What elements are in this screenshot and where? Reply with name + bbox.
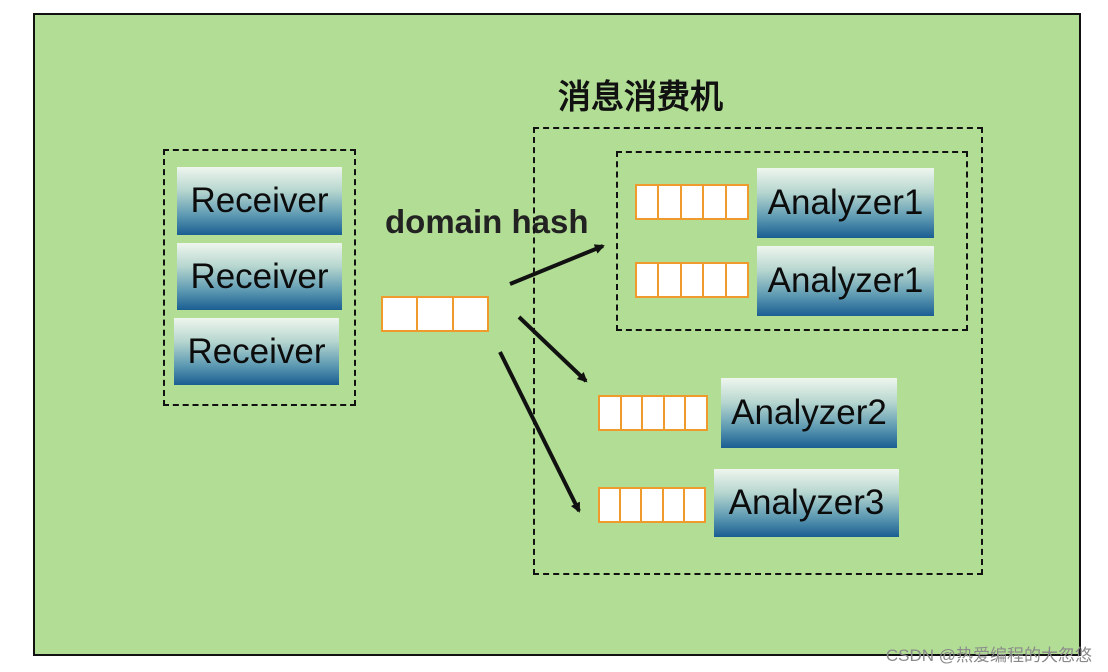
queue-cell: [684, 397, 706, 429]
receiver-group: [163, 149, 356, 406]
queue-cell: [724, 264, 748, 296]
arrow-to-analyzer1: [509, 244, 605, 286]
queue-cell: [451, 298, 487, 330]
queue-cell: [682, 489, 705, 521]
analyzer-box: Analyzer2: [721, 378, 897, 448]
queue-cell: [383, 298, 417, 330]
queue-cell: [600, 489, 620, 521]
receiver-box: Receiver: [177, 167, 342, 235]
input-queue: [381, 296, 489, 332]
queue-cell: [619, 489, 641, 521]
analyzer3-queue: [598, 487, 706, 523]
queue-cell: [702, 264, 725, 296]
queue-cell: [600, 397, 620, 429]
analyzer1-queue: [635, 184, 749, 220]
arrow-to-analyzer2: [517, 315, 588, 383]
queue-cell: [662, 397, 685, 429]
queue-cell: [619, 397, 642, 429]
analyzer-box: Analyzer1: [757, 168, 934, 238]
queue-cell: [702, 186, 725, 218]
queue-cell: [637, 186, 658, 218]
analyzer1-queue: [635, 262, 749, 298]
consumer-machine-title: 消息消费机: [558, 78, 723, 115]
queue-cell: [657, 264, 680, 296]
queue-cell: [679, 264, 703, 296]
domain-hash-label: domain hash: [385, 203, 589, 240]
queue-cell: [657, 186, 680, 218]
analyzer-box: Analyzer1: [757, 246, 934, 316]
arrow-to-analyzer3: [498, 351, 581, 513]
watermark-text: CSDN @热爱编程的大忽悠: [885, 646, 1092, 665]
analyzer2-queue: [598, 395, 708, 431]
receiver-box: Receiver: [177, 243, 342, 310]
queue-cell: [637, 264, 658, 296]
consumer-machine-group: [533, 127, 983, 575]
analyzer-box: Analyzer3: [714, 469, 899, 537]
queue-cell: [641, 397, 663, 429]
receiver-box: Receiver: [174, 318, 339, 385]
queue-cell: [661, 489, 683, 521]
queue-cell: [640, 489, 662, 521]
queue-cell: [679, 186, 703, 218]
queue-cell: [724, 186, 748, 218]
analyzer1-group: [616, 151, 968, 331]
queue-cell: [416, 298, 452, 330]
